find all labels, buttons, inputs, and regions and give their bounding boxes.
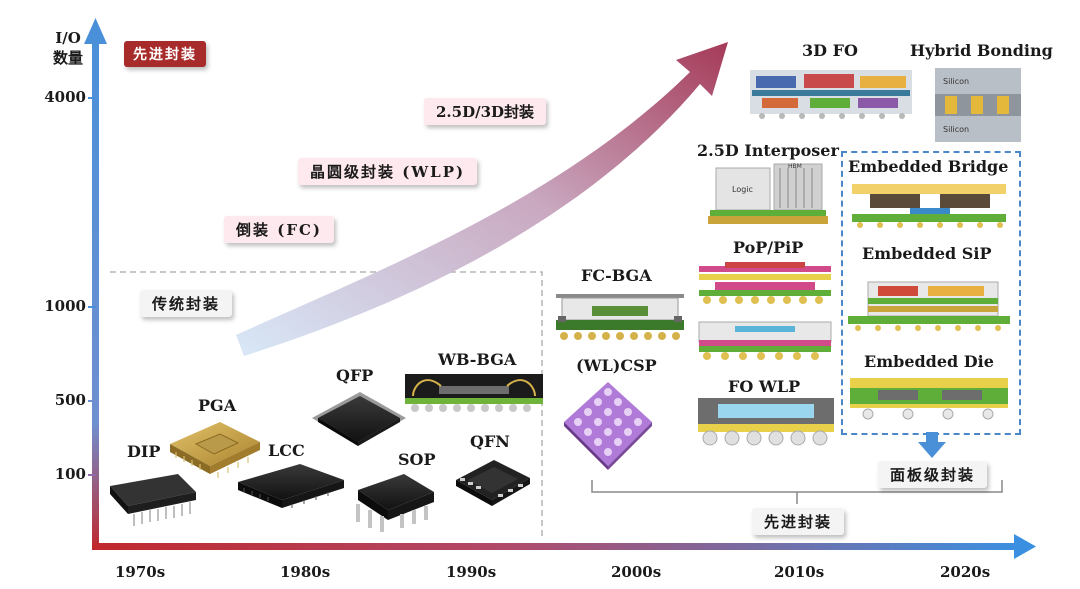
advanced-packaging-bottom-tag: 先进封装 — [752, 508, 845, 535]
wb-bga-image — [405, 374, 543, 412]
hybrid-bonding-diagram: Silicon Silicon — [935, 68, 1021, 142]
pga-label: PGA — [198, 396, 237, 415]
fo-wlp-label: FO WLP — [728, 377, 801, 396]
x-tick-1990s: 1990s — [446, 563, 497, 581]
panel-level-packaging-tag: 面板级封装 — [878, 461, 988, 488]
3d-fo-diagram — [750, 70, 912, 119]
embedded-sip-label: Embedded SiP — [862, 244, 992, 263]
wl-csp-image — [564, 382, 652, 470]
y-axis-title: I/O 数量 — [48, 28, 88, 68]
y-axis-title-line2: 数量 — [52, 49, 83, 67]
pop-pip-label: PoP/PiP — [733, 238, 804, 257]
y-tick-100: 100 — [54, 465, 86, 483]
interposer-label: 2.5D Interposer — [697, 141, 839, 160]
qfp-label: QFP — [336, 366, 374, 385]
hbm-die-text: HBM — [788, 163, 802, 170]
pip-diagram — [698, 321, 832, 360]
traditional-packaging-tag: 传统封装 — [140, 290, 233, 317]
pop-diagram — [699, 262, 831, 304]
d25-3d-tag: 2.5D/3D封装 — [424, 98, 547, 125]
qfn-label: QFN — [470, 432, 510, 451]
lcc-label: LCC — [268, 441, 305, 460]
silicon-top-text: Silicon — [943, 77, 969, 86]
y-tick-marks — [88, 97, 96, 476]
x-tick-2000s: 2000s — [611, 563, 662, 581]
qfn-chip-image — [456, 460, 530, 506]
interposer-diagram: Logic HBM — [708, 163, 828, 224]
x-tick-2010s: 2010s — [774, 563, 825, 581]
embedded-bridge-label: Embedded Bridge — [848, 157, 1009, 176]
x-tick-1980s: 1980s — [280, 563, 331, 581]
embedded-sip-diagram — [848, 281, 1010, 331]
silicon-bottom-text: Silicon — [943, 125, 969, 134]
3d-fo-label: 3D FO — [802, 41, 858, 60]
wlp-tag: 晶圆级封装 (WLP) — [298, 158, 478, 185]
flip-chip-tag: 倒装 (FC) — [224, 216, 335, 243]
y-tick-1000: 1000 — [44, 297, 86, 315]
lcc-chip-image — [238, 464, 344, 508]
sop-label: SOP — [398, 450, 436, 469]
hybrid-bonding-label: Hybrid Bonding — [910, 41, 1053, 60]
wl-csp-label: (WL)CSP — [576, 356, 657, 375]
sop-chip-image — [356, 474, 434, 532]
wb-bga-label: WB-BGA — [438, 350, 517, 369]
advanced-packaging-tag: 先进封装 — [124, 41, 206, 67]
logic-die-text: Logic — [732, 185, 753, 194]
embedded-bridge-diagram — [852, 184, 1006, 228]
dip-label: DIP — [127, 442, 161, 461]
y-tick-4000: 4000 — [44, 88, 86, 106]
fc-bga-diagram — [556, 294, 684, 340]
dip-chip-image — [110, 474, 196, 526]
embedded-die-label: Embedded Die — [864, 352, 994, 371]
y-tick-500: 500 — [54, 391, 86, 409]
embedded-die-diagram — [850, 378, 1008, 420]
qfp-chip-image — [312, 392, 406, 446]
pga-chip-image — [170, 422, 260, 478]
fo-wlp-diagram — [698, 398, 834, 446]
y-axis-title-line1: I/O — [55, 29, 81, 47]
fc-bga-label: FC-BGA — [581, 266, 652, 285]
x-tick-2020s: 2020s — [940, 563, 991, 581]
x-tick-1970s: 1970s — [115, 563, 166, 581]
